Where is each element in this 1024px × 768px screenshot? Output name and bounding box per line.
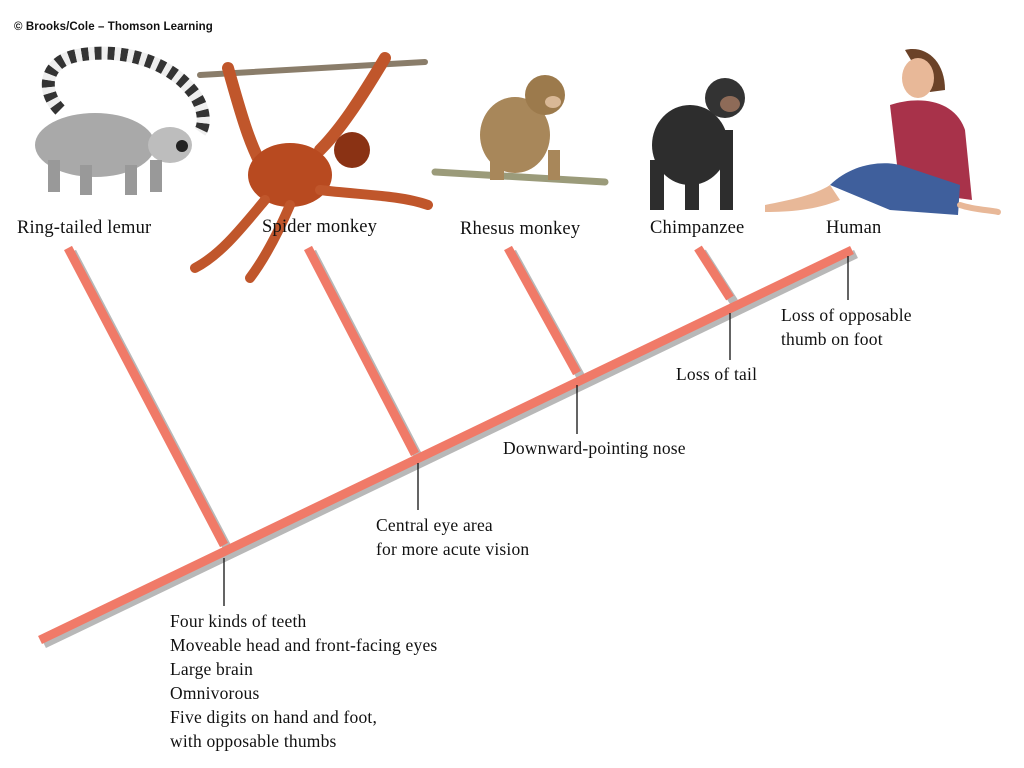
trait-loss-of-tail: Loss of tail <box>676 362 757 386</box>
taxon-label-spider-monkey: Spider monkey <box>262 217 378 237</box>
taxon-label-ring-tailed-lemur: Ring-tailed lemur <box>17 218 152 238</box>
trait-loss-of-opposable-thumb: Loss of opposable thumb on foot <box>781 303 912 351</box>
trait-primates: Four kinds of teeth Moveable head and fr… <box>170 609 437 753</box>
trait-line: with opposable thumbs <box>170 731 337 751</box>
trait-downward-nose: Downward-pointing nose <box>503 436 686 460</box>
taxon-label-chimpanzee: Chimpanzee <box>650 218 745 238</box>
taxon-label-human: Human <box>826 218 882 238</box>
human-illustration <box>765 49 1001 215</box>
spider-monkey-illustration <box>190 52 433 283</box>
copyright-credit: © Brooks/Cole – Thomson Learning <box>14 21 213 33</box>
trait-line: Moveable head and front-facing eyes <box>170 635 438 655</box>
trait-line: Loss of tail <box>676 364 758 384</box>
branch-ring-tailed-lemur <box>64 245 228 548</box>
main-trunk <box>38 245 854 645</box>
trait-line: thumb on foot <box>781 329 883 349</box>
trait-line: Downward-pointing nose <box>503 438 686 458</box>
trait-line: Five digits on hand and foot, <box>170 707 378 727</box>
trait-line: Large brain <box>170 659 254 679</box>
branch-chimpanzee <box>694 245 734 301</box>
branch-spider-monkey <box>304 245 419 457</box>
trait-line: Loss of opposable <box>781 305 912 325</box>
taxon-label-rhesus-monkey: Rhesus monkey <box>460 219 581 239</box>
trait-line: Omnivorous <box>170 683 260 703</box>
rhesus-monkey-illustration <box>431 75 609 186</box>
trait-central-eye-area: Central eye area for more acute vision <box>376 513 529 561</box>
trait-line: Central eye area <box>376 515 493 535</box>
trait-line: Four kinds of teeth <box>170 611 307 631</box>
trait-line: for more acute vision <box>376 539 530 559</box>
trait-tick-marks <box>223 256 849 606</box>
ring-tailed-lemur-illustration <box>35 46 210 195</box>
chimpanzee-illustration <box>650 78 745 210</box>
branch-lines <box>38 245 854 645</box>
branch-rhesus-monkey <box>504 245 581 376</box>
